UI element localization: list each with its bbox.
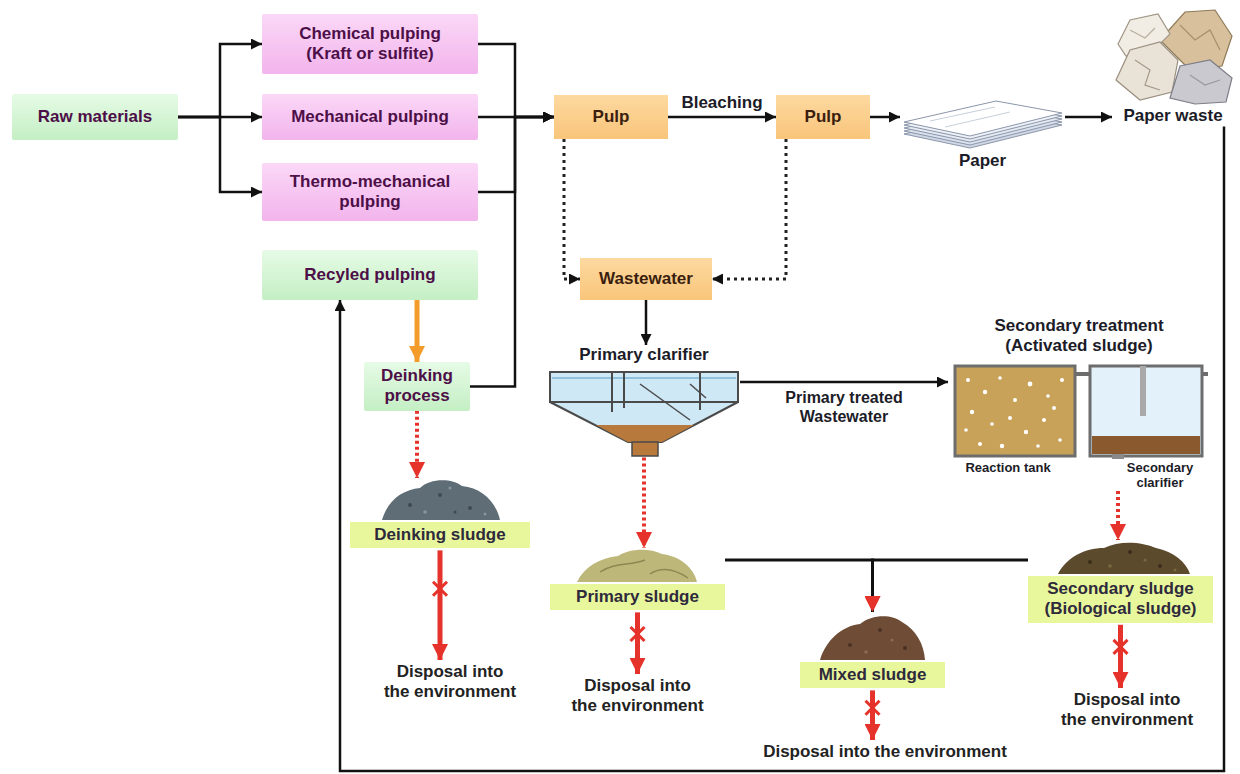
process-box: Chemical pulping (Kraft or sulfite) — [262, 14, 478, 74]
node-text: Mixed sludge — [800, 662, 945, 688]
node-text: Secondary sludge (Biological sludge) — [1028, 576, 1213, 623]
paper-waste-illustration — [1116, 10, 1232, 104]
flow-connector — [178, 117, 262, 192]
red-cross — [866, 701, 880, 715]
flow-connector — [870, 116, 900, 119]
node-text: Mechanical pulping — [291, 107, 449, 127]
flow-connector — [712, 139, 786, 279]
mixed-sludge-pile — [820, 616, 925, 660]
node-text: Deinking process — [372, 366, 462, 407]
treatment-figure: Secondary treatment (Activated sludge) Re… — [948, 316, 1210, 491]
flow-connector — [642, 457, 646, 548]
process-box: Recyled pulping — [262, 250, 478, 300]
flow-connector — [725, 560, 873, 612]
paper-stack-illustration — [904, 101, 1062, 148]
activated-sludge-illustration — [955, 366, 1208, 459]
flow-connector — [1116, 491, 1120, 540]
node-text: Recyled pulping — [304, 265, 435, 285]
node-text: Wastewater — [599, 269, 693, 289]
node-text: Pulp — [593, 107, 630, 127]
input-box: Raw materials — [12, 94, 178, 140]
flow-connector — [415, 300, 420, 362]
node-text: Thermo-mechanical pulping — [285, 172, 455, 213]
flow-connector — [740, 381, 948, 384]
paper-waste-figure: Paper waste — [1112, 4, 1234, 126]
flow-connector — [870, 690, 875, 740]
disposal-note: Disposal into the environment — [365, 662, 535, 703]
node-text: Secondary treatment (Activated sludge) — [979, 316, 1179, 357]
disposal-note: Disposal into the environment — [730, 742, 1040, 762]
node-text: Disposal into the environment — [763, 742, 1007, 762]
flow-connector — [645, 300, 648, 345]
clarifier-figure: Primary clarifier — [548, 345, 740, 457]
product-box: Pulp — [776, 95, 870, 139]
flow-connector — [470, 117, 554, 386]
edge-label: Bleaching — [681, 93, 762, 113]
sludge-figure: Secondary sludge (Biological sludge) — [1028, 540, 1213, 623]
node-text: Disposal into the environment — [383, 662, 518, 703]
flow-connector — [668, 116, 776, 119]
flow-connector — [415, 411, 419, 478]
flow-connector — [635, 612, 640, 674]
part-label: Reaction tank — [948, 460, 1068, 476]
flow-connector — [438, 550, 443, 660]
flow-connector — [873, 560, 1029, 612]
red-cross — [433, 582, 447, 596]
paper-figure: Paper — [900, 95, 1065, 171]
deinking-sludge-pile — [382, 480, 500, 520]
flow-connector — [478, 44, 554, 117]
part-label: Secondary clarifier — [1110, 460, 1210, 491]
node-text: Deinking sludge — [350, 522, 530, 548]
process-box: Mechanical pulping — [262, 94, 478, 140]
node-text: Primary clarifier — [579, 345, 708, 365]
node-text: Paper — [959, 151, 1006, 171]
node-text: Raw materials — [38, 107, 152, 127]
process-box: Deinking process — [364, 362, 470, 411]
node-text: Chemical pulping (Kraft or sulfite) — [285, 24, 455, 65]
edge-label: Primary treated Wastewater — [769, 388, 919, 426]
node-text: Disposal into the environment — [570, 676, 705, 717]
sludge-figure: Primary sludge — [550, 548, 725, 610]
node-text: Paper waste — [1123, 106, 1222, 126]
secondary-sludge-pile — [1058, 543, 1190, 574]
flow-connector — [1118, 625, 1123, 688]
process-box: Thermo-mechanical pulping — [262, 163, 478, 221]
node-text: Primary sludge — [550, 584, 725, 610]
sludge-figure: Deinking sludge — [350, 478, 530, 548]
flow-connector — [178, 44, 262, 117]
wastewater-box: Wastewater — [580, 258, 712, 300]
sludge-figure: Mixed sludge — [800, 612, 945, 688]
red-cross — [1114, 640, 1128, 654]
primary-clarifier-illustration — [550, 372, 738, 456]
red-cross — [631, 627, 645, 641]
flow-connector — [340, 126, 1224, 771]
disposal-note: Disposal into the environment — [1040, 690, 1214, 731]
product-box: Pulp — [554, 95, 668, 139]
flow-connector — [564, 139, 580, 279]
primary-sludge-pile — [577, 550, 697, 582]
disposal-note: Disposal into the environment — [550, 676, 725, 717]
node-text: Disposal into the environment — [1060, 690, 1195, 731]
node-text: Pulp — [805, 107, 842, 127]
flow-connector — [1065, 116, 1112, 119]
